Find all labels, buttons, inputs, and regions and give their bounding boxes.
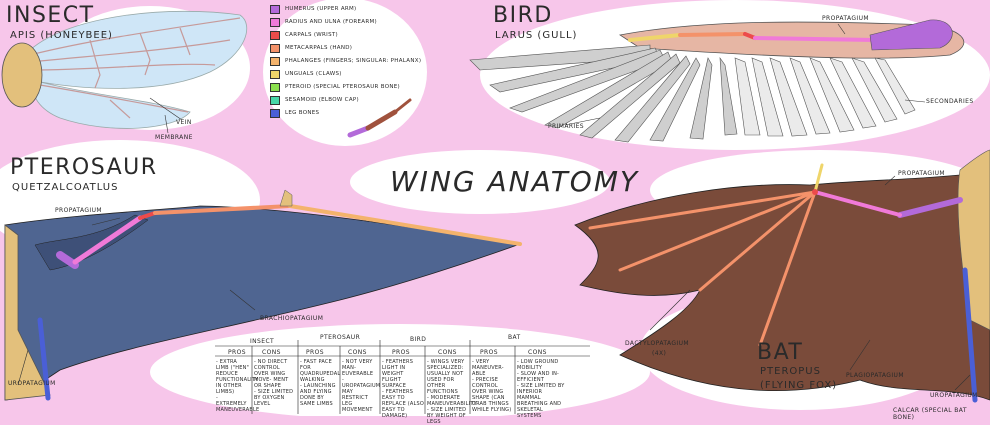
legend-backdrop <box>263 0 427 146</box>
table-cons-header: CONS <box>528 349 547 356</box>
table-cell: - NO DIRECT CONTROL OVER WING MOVE- MENT… <box>254 359 294 407</box>
bird-title: BIRD <box>493 3 553 28</box>
insect-body <box>1 42 43 108</box>
table-cell: - NOT VERY MAN- EUVERABLE- UROPATAGIUM M… <box>342 359 381 413</box>
legend-swatch <box>270 82 280 92</box>
table-cell: - WINGS VERY SPECIALIZED: USUALLY NOT US… <box>427 359 477 425</box>
legend-item: RADIUS AND ULNA (FOREARM) <box>270 17 377 27</box>
table-cell: - FEATHERS LIGHT IN WEIGHT FLIGHT SURFAC… <box>382 359 424 419</box>
insect-vein-label: VEIN <box>176 119 192 126</box>
bat-wing <box>574 149 990 403</box>
legend-item: PTEROID (SPECIAL PTEROSAUR BONE) <box>270 82 400 92</box>
table-group-pterosaur: PTEROSAUR <box>320 334 361 341</box>
table-pros-header: PROS <box>228 349 246 356</box>
insect-wing <box>1 10 248 134</box>
bat-species: PTEROPUS <box>760 366 821 377</box>
table-pros-header: PROS <box>392 349 410 356</box>
table-cons-header: CONS <box>438 349 457 356</box>
bat-title: BAT <box>757 340 804 365</box>
insect-title: INSECT <box>6 3 95 28</box>
table-cell: - LOW GROUND MOBILITY- SLOW AND IN- EFFI… <box>517 359 565 419</box>
legend-swatch <box>270 95 280 105</box>
bat-plagiopatagium-label: PLAGIOPATAGIUM <box>846 372 904 379</box>
table-cons-header: CONS <box>348 349 367 356</box>
pterosaur-uropatagium-label: UROPATAGIUM <box>8 380 56 387</box>
legend-swatch <box>270 4 280 14</box>
table-group-insect: INSECT <box>250 338 275 345</box>
table-group-bat: BAT <box>508 334 521 341</box>
insect-membrane-label: MEMBRANE <box>155 134 193 141</box>
title-backdrop <box>350 150 610 214</box>
table-backdrop <box>150 324 650 416</box>
page-title: WING ANATOMY <box>390 165 640 198</box>
bat-dactylopatagium-count: (4X) <box>652 350 667 357</box>
legend-item: METACARPALS (HAND) <box>270 43 352 53</box>
table-pros-header: PROS <box>306 349 324 356</box>
pterosaur-wing <box>4 189 522 401</box>
table-cell: - EXTRA LIMB ("HEN" REDUCE FUNCTIONALITY… <box>216 359 260 413</box>
table-cons-header: CONS <box>262 349 281 356</box>
bird-wing <box>469 19 965 143</box>
legend-item: UNGUALS (CLAWS) <box>270 69 342 79</box>
legend-swatch <box>270 108 280 118</box>
bird-primaries-label: PRIMARIES <box>548 123 584 130</box>
pterosaur-species: QUETZALCOATLUS <box>12 182 119 193</box>
table-cell: - FAST PACE FOR QUADRUPEDAL WALKING- LAU… <box>300 359 341 407</box>
bat-dactylopatagium-label: DACTYLOPATAGIUM <box>625 340 689 347</box>
legend-item: LEG BONES <box>270 108 319 118</box>
bat-propatagium-label: PROPATAGIUM <box>898 170 945 177</box>
legend-swatch <box>270 17 280 27</box>
pterosaur-brachiopatagium-label: BRACHIOPATAGIUM <box>260 315 324 322</box>
legend-item: CARPALS (WRIST) <box>270 30 338 40</box>
legend-swatch <box>270 43 280 53</box>
bird-propatagium-label: PROPATAGIUM <box>822 15 869 22</box>
pterosaur-title: PTEROSAUR <box>10 155 158 180</box>
bat-calcar-label: CALCAR (SPECIAL BAT BONE) <box>893 407 967 421</box>
legend-swatch <box>270 69 280 79</box>
insect-species: APIS (HONEYBEE) <box>10 30 113 41</box>
illustration <box>0 0 990 416</box>
legend-item: PHALANGES (FINGERS; SINGULAR: PHALANX) <box>270 56 421 66</box>
legend-swatch <box>270 56 280 66</box>
table-pros-header: PROS <box>480 349 498 356</box>
table-cell: - VERY MANEUVER- ABLE- PRECISE CONTROL O… <box>472 359 512 413</box>
pterosaur-propatagium-label: PROPATAGIUM <box>55 207 102 214</box>
bird-secondaries-label: SECONDARIES <box>926 98 974 105</box>
legend-item: HUMERUS (UPPER ARM) <box>270 4 357 14</box>
bat-common-name: (FLYING FOX) <box>760 380 838 391</box>
legend-item: SESAMOID (ELBOW CAP) <box>270 95 359 105</box>
legend-swatch <box>270 30 280 40</box>
legend: HUMERUS (UPPER ARM) RADIUS AND ULNA (FOR… <box>262 0 430 148</box>
legend-arm-illustration <box>347 98 412 138</box>
bird-species: LARUS (GULL) <box>495 30 578 41</box>
table-group-bird: BIRD <box>410 336 427 343</box>
table-grid <box>215 340 590 414</box>
bat-uropatagium-label: UROPATAGIUM <box>930 392 978 399</box>
